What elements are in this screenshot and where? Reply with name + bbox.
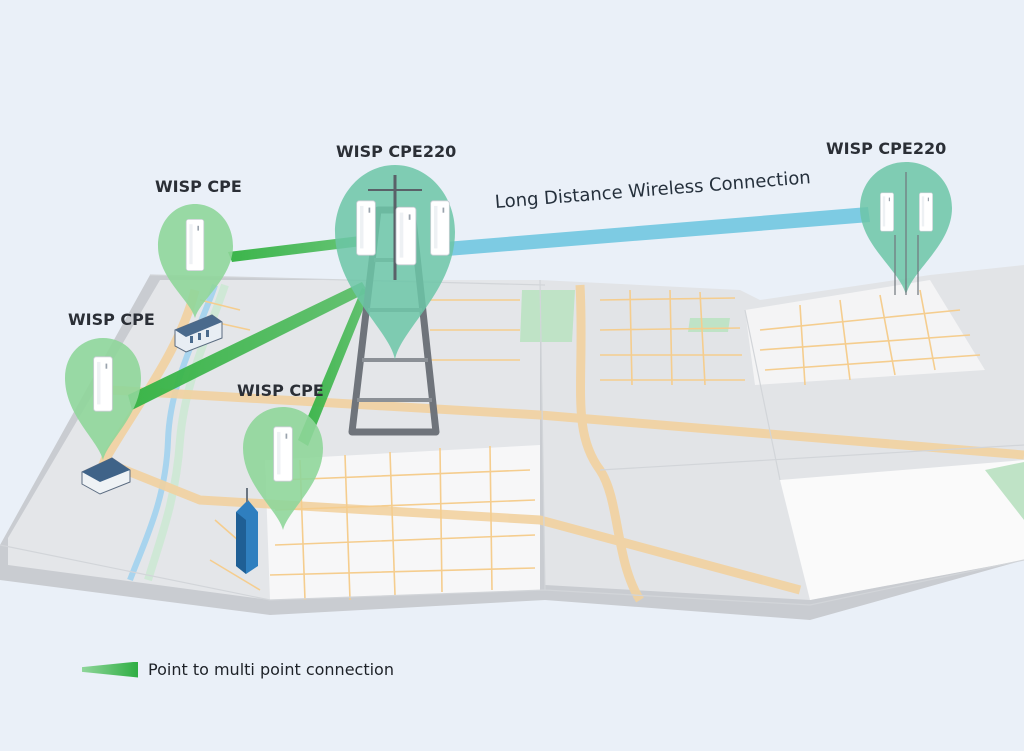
major-roads [98, 284, 1024, 603]
cpe-left-label: WISP CPE [68, 310, 155, 329]
remote-cpe220-pin [860, 162, 952, 295]
skyscraper-building [236, 488, 258, 574]
park-area-right [985, 462, 1024, 520]
house-building [81, 457, 131, 495]
tower-pin [335, 165, 455, 360]
office-building [174, 314, 223, 353]
cpe-pin-left [65, 338, 141, 460]
cpe-top-label: WISP CPE [155, 177, 242, 196]
cpe-mid-label: WISP CPE [237, 381, 324, 400]
ptmp-link-mid [298, 288, 370, 446]
cpe-device-top [185, 218, 205, 272]
cpe-pin-mid [243, 407, 323, 530]
tower-cpe-device-left [356, 200, 376, 256]
remote-cpe-device-left [880, 192, 894, 232]
remote-cpe-device-right [919, 192, 933, 232]
ptmp-links [128, 236, 370, 446]
cpe-device-left [93, 356, 113, 412]
legend-swatch [82, 661, 138, 678]
park-area [520, 290, 575, 342]
cpe-device-mid [273, 426, 293, 482]
tower-label: WISP CPE220 [336, 142, 457, 161]
legend-text: Point to multi point connection [148, 660, 394, 679]
minor-roads [199, 289, 981, 601]
remote-cpe220-label: WISP CPE220 [826, 139, 947, 158]
long-distance-link [445, 207, 870, 256]
cpe-pin-top [158, 204, 233, 318]
tower-cpe-device-center [395, 206, 417, 266]
ptmp-link-left [128, 282, 368, 410]
legend: Point to multi point connection [82, 660, 394, 679]
ptmp-link-top [228, 236, 362, 262]
tower-cpe-device-right [430, 200, 450, 256]
